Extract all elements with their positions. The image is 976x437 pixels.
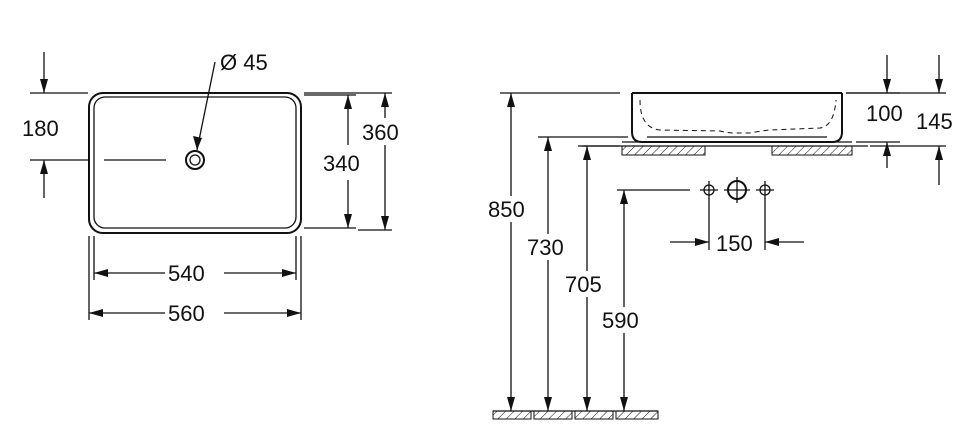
arrow-560-left	[89, 309, 103, 317]
arrow-850-top	[507, 93, 515, 107]
outlet-right	[756, 181, 774, 199]
dim-100-label: 100	[866, 101, 903, 126]
arrow-145-upper	[935, 79, 943, 93]
side-view: 150 850 730 705 590	[487, 55, 953, 420]
arrow-730-top	[544, 137, 552, 151]
basin-inner-hidden	[639, 99, 837, 134]
dim-560-label: 560	[168, 301, 205, 326]
floor-block-3	[574, 410, 614, 420]
arrow-180-lower	[40, 160, 48, 174]
arrow-145-lower	[935, 146, 943, 160]
dim-180-label: 180	[22, 116, 59, 141]
arrow-560-right	[287, 309, 301, 317]
countertop-left	[621, 145, 706, 156]
outlet-left	[700, 181, 718, 199]
dim-150-label: 150	[716, 231, 753, 256]
basin-outer-outline	[88, 92, 302, 234]
floor-block-2	[533, 410, 573, 420]
dim-705-label: 705	[565, 272, 602, 297]
floor-block-4	[615, 410, 659, 420]
dim-340-label: 340	[323, 151, 360, 176]
countertop-right	[771, 145, 853, 156]
arrow-360-top	[381, 93, 389, 107]
arrow-850-bottom	[507, 397, 515, 411]
drain-label: Ø 45	[220, 50, 268, 75]
arrow-360-bottom	[381, 216, 389, 230]
arrow-150-right	[765, 238, 779, 246]
dim-590-label: 590	[602, 308, 639, 333]
drain-leader	[196, 61, 216, 151]
outlet-centre	[724, 177, 750, 203]
basin-profile	[631, 93, 843, 143]
drain-outer-circle	[185, 150, 205, 170]
dim-145-label: 145	[916, 109, 953, 134]
arrow-705-top	[583, 146, 591, 160]
dim-540-label: 540	[168, 261, 205, 286]
drain-leader-arrow	[193, 136, 202, 150]
arrow-340-bottom	[344, 214, 352, 228]
arrow-100-lower	[883, 142, 891, 156]
dim-850-label: 850	[488, 197, 525, 222]
arrow-590-bottom	[620, 397, 628, 411]
dim-730-label: 730	[527, 235, 564, 260]
arrow-730-bottom	[544, 397, 552, 411]
arrow-340-top	[344, 95, 352, 109]
arrow-150-left	[695, 238, 709, 246]
arrow-180-upper	[40, 79, 48, 93]
top-view: Ø 45 180 340 360 540	[22, 50, 399, 326]
arrow-100-upper	[883, 79, 891, 93]
floor-block-1	[492, 410, 532, 420]
basin-inner-outline	[93, 96, 297, 229]
arrow-540-left	[94, 269, 108, 277]
arrow-540-right	[282, 269, 296, 277]
arrow-590-top	[620, 190, 628, 204]
arrow-705-bottom	[583, 397, 591, 411]
drain-inner-circle	[189, 154, 201, 166]
dim-360-label: 360	[362, 120, 399, 145]
